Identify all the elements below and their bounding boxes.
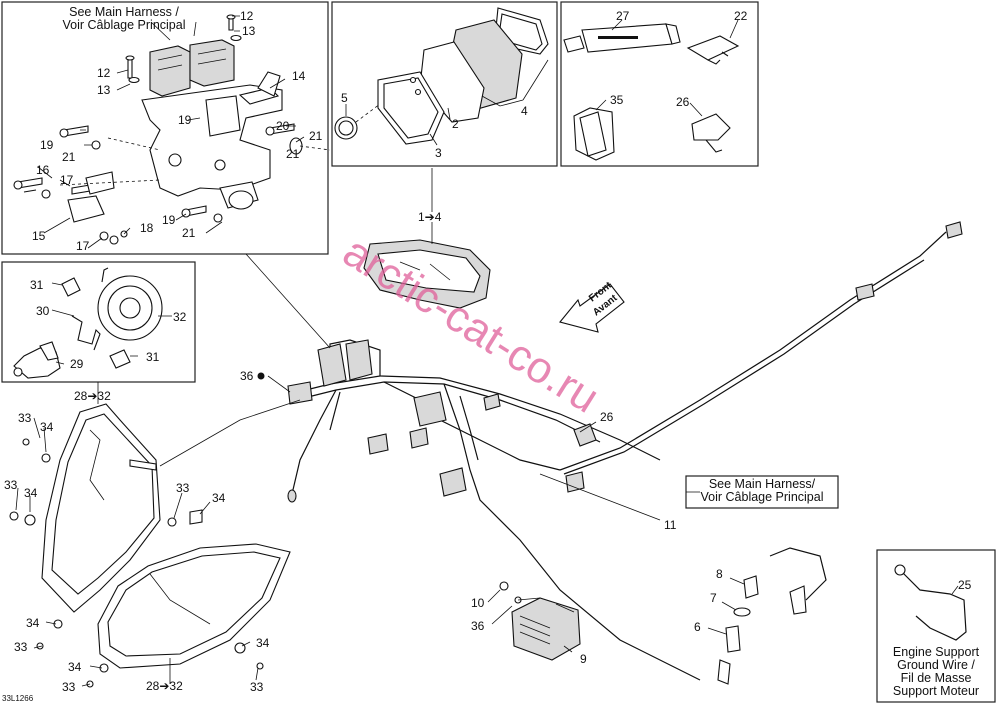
bulb-parts — [13, 267, 163, 379]
relay-bracket-box — [1, 1, 329, 255]
callout-10: 10 — [471, 596, 485, 610]
ground-wire — [894, 564, 967, 641]
ground-wire-note-line4: Support Moteur — [893, 684, 979, 698]
bolts-and-fasteners-box1 — [13, 14, 295, 245]
callout-13: 13 — [97, 83, 111, 97]
callout-26: 26 — [676, 95, 690, 109]
callout-33: 33 — [14, 640, 28, 654]
callout-27: 27 — [616, 9, 630, 23]
callout-21: 21 — [182, 226, 196, 240]
callout-15: 15 — [32, 229, 46, 243]
callout-33: 33 — [4, 478, 18, 492]
callout-30: 30 — [36, 304, 50, 318]
callout-31: 31 — [30, 278, 44, 292]
callout-34: 34 — [256, 636, 270, 650]
gauge-parts — [334, 7, 549, 145]
callout-11: 11 — [664, 518, 677, 532]
callout-19: 19 — [40, 138, 54, 152]
headlamp-right — [97, 543, 291, 669]
ground-wire-note-line2: Ground Wire / — [897, 658, 975, 672]
callout-8: 8 — [716, 567, 723, 581]
callout-34: 34 — [212, 491, 226, 505]
tether-switch — [717, 547, 827, 685]
callout-34: 34 — [24, 486, 38, 500]
headlamp-bulb-box — [1, 261, 196, 383]
callout-13: 13 — [242, 24, 256, 38]
callout-5: 5 — [341, 91, 348, 105]
main-harness-note-top-line1: See Main Harness / — [69, 5, 179, 19]
callout-19: 19 — [162, 213, 176, 227]
callout-17: 17 — [76, 239, 90, 253]
leaders-box3 — [595, 19, 739, 117]
callout-33: 33 — [250, 680, 264, 694]
callout-9: 9 — [580, 652, 587, 666]
callout-36: 36 — [471, 619, 485, 633]
ground-wire-note-line3: Fil de Masse — [901, 671, 972, 685]
accessory-box — [560, 1, 759, 167]
callout-36: 36 — [240, 369, 254, 383]
callout-3: 3 — [435, 146, 442, 160]
main-harness — [287, 221, 963, 681]
callout-18: 18 — [140, 221, 154, 235]
callout-26: 26 — [600, 410, 614, 424]
voltage-regulator — [499, 581, 581, 661]
callout-16: 16 — [36, 163, 50, 177]
callout-34: 34 — [26, 616, 40, 630]
callout-32: 32 — [173, 310, 187, 324]
callout-4: 4 — [521, 104, 528, 118]
callout-22: 22 — [734, 9, 748, 23]
callout-1-to-4: 1➔4 — [418, 210, 442, 224]
leaders-box1 — [37, 15, 331, 249]
gauge-box — [331, 1, 558, 167]
leaders-main — [15, 168, 959, 687]
instrument-cluster — [363, 239, 491, 309]
callout-28-to-32: 28➔32 — [74, 389, 111, 403]
leaders-box2 — [345, 59, 549, 146]
main-harness-note-top-line2: Voir Câblage Principal — [63, 18, 186, 32]
figure-code: 33L1266 — [2, 694, 34, 703]
leaders-box4 — [51, 282, 172, 365]
callout-25: 25 — [958, 578, 972, 592]
callout-28-to-32: 28➔32 — [146, 679, 183, 693]
callout-21: 21 — [309, 129, 323, 143]
callout-6: 6 — [694, 620, 701, 634]
callout-34: 34 — [68, 660, 82, 674]
callout-19: 19 — [178, 113, 192, 127]
callout-33: 33 — [176, 481, 190, 495]
ground-wire-note-line1: Engine Support — [893, 645, 980, 659]
callout-12: 12 — [97, 66, 111, 80]
callout-31: 31 — [146, 350, 160, 364]
headlamp-left — [41, 403, 161, 613]
grease-drop-icon — [257, 372, 265, 380]
callout-17: 17 — [60, 173, 74, 187]
callout-21: 21 — [62, 150, 76, 164]
callout-7: 7 — [710, 591, 717, 605]
callout-29: 29 — [70, 357, 84, 371]
callout-12: 12 — [240, 9, 254, 23]
callout-20: 20 — [276, 119, 290, 133]
accessory-parts — [563, 23, 740, 161]
callout-35: 35 — [610, 93, 624, 107]
main-harness-note-mid-line2: Voir Câblage Principal — [701, 490, 824, 504]
ground-wire-box — [876, 549, 996, 703]
relay-assembly — [141, 39, 303, 210]
callout-33: 33 — [18, 411, 32, 425]
callout-33: 33 — [62, 680, 76, 694]
callout-34: 34 — [40, 420, 54, 434]
front-arrow: Front Avant — [559, 280, 625, 333]
callout-14: 14 — [292, 69, 306, 83]
callout-2: 2 — [452, 117, 459, 131]
main-harness-note-mid-line1: See Main Harness/ — [709, 477, 816, 491]
callout-21: 21 — [286, 147, 300, 161]
